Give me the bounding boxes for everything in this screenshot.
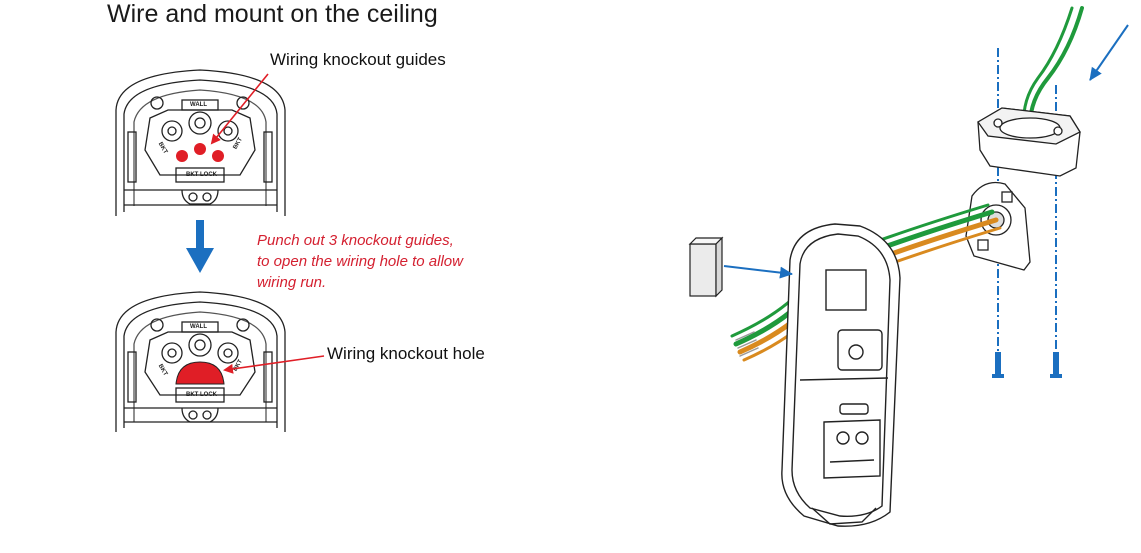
ceiling-wires bbox=[1022, 6, 1084, 127]
knockout-hole bbox=[175, 361, 225, 385]
note-line-3: wiring run. bbox=[257, 274, 327, 291]
knockout-guide-dots bbox=[176, 143, 224, 162]
plug-arrow bbox=[723, 265, 793, 279]
bkt-marking-bottom-left: BKT bbox=[157, 363, 169, 377]
base-plate-top bbox=[115, 69, 286, 216]
instruction-note: Punch out 3 knockout guides, to open the… bbox=[257, 230, 463, 293]
page-title: Wire and mount on the ceiling bbox=[107, 0, 438, 28]
bkt-marking-top-right: BKT bbox=[233, 136, 245, 150]
knockout-guides-label: Wiring knockout guides bbox=[270, 50, 446, 69]
hole-pointer-arrow bbox=[223, 355, 325, 374]
screw-right bbox=[1050, 352, 1062, 378]
knockout-hole-label: Wiring knockout hole bbox=[327, 344, 485, 363]
down-arrow bbox=[186, 220, 214, 273]
junction-box bbox=[977, 107, 1081, 177]
ceiling-wire-arrow bbox=[1089, 24, 1129, 81]
wall-marking-top: WALL bbox=[190, 102, 207, 108]
bkt-lock-marking-bottom: BKT LOCK bbox=[186, 392, 218, 398]
bkt-marking-bottom-right: BKT bbox=[233, 358, 245, 372]
bkt-marking-top-left: BKT bbox=[157, 141, 169, 155]
camera-housing bbox=[781, 223, 901, 527]
wall-plug bbox=[688, 236, 724, 298]
bkt-lock-marking-top: BKT LOCK bbox=[186, 172, 218, 178]
wall-marking-bottom: WALL bbox=[190, 324, 207, 330]
guides-pointer-arrow bbox=[210, 73, 269, 145]
note-line-1: Punch out 3 knockout guides, bbox=[257, 232, 454, 249]
screw-left bbox=[992, 352, 1004, 378]
note-line-2: to open the wiring hole to allow bbox=[257, 253, 463, 270]
mounting-bracket bbox=[965, 181, 1031, 271]
